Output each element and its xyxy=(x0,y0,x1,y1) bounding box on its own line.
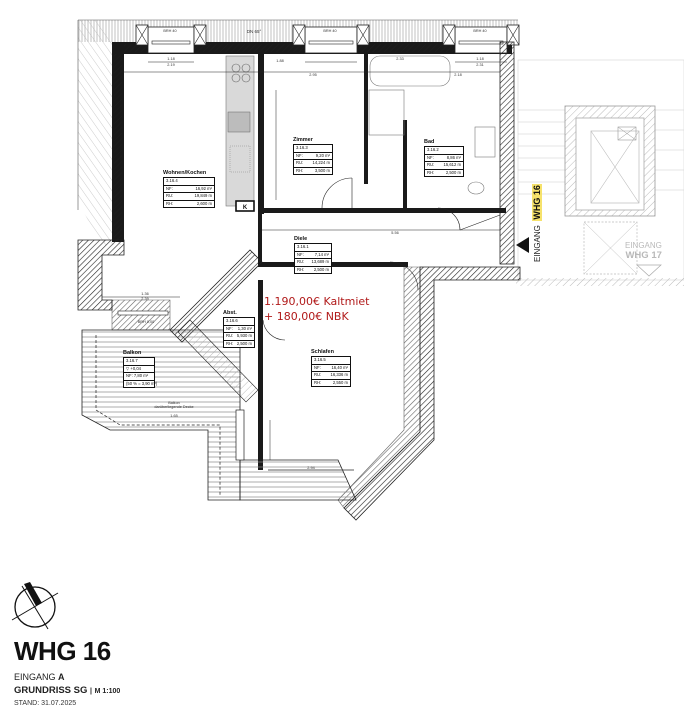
plan-date: STAND: 31.07.2025 xyxy=(14,700,77,707)
svg-text:K: K xyxy=(243,205,248,211)
svg-text:BRH 40: BRH 40 xyxy=(323,29,336,33)
svg-text:2.33: 2.33 xyxy=(396,57,403,61)
room-label-bad: Bad 3.16.2 NF:8,86 m² RU:15,612 m RH:2,5… xyxy=(424,139,464,177)
bedroom-exterior-wall xyxy=(337,266,684,521)
interior-walls xyxy=(258,54,506,470)
svg-text:DN 65°: DN 65° xyxy=(247,29,262,34)
svg-text:darüberliegende Decke: darüberliegende Decke xyxy=(154,405,193,409)
entrance-whg17-label: EINGANG WHG 17 xyxy=(625,241,662,261)
plan-title: GRUNDRISS SG | M 1:100 xyxy=(14,685,121,696)
svg-text:2.94: 2.94 xyxy=(307,466,314,470)
price-annotation: 1.190,00€ Kaltmiet + 180,00€ NBK xyxy=(264,294,369,324)
svg-text:2.31: 2.31 xyxy=(476,63,483,67)
doors xyxy=(262,177,501,341)
svg-text:2.18: 2.18 xyxy=(454,73,461,77)
entrance-whg16-label: EINGANG WHG 16 xyxy=(532,184,542,262)
exterior-wall-right xyxy=(499,41,515,265)
stairwell xyxy=(517,59,684,281)
diagonal-wall xyxy=(169,249,263,403)
room-label-wohnen: Wohnen/Kochen 3.16.4 NF:16,92 m² RU:19,8… xyxy=(163,170,215,208)
kitchen-counter: K xyxy=(225,55,255,212)
svg-text:BRH 40: BRH 40 xyxy=(473,29,486,33)
exterior-wall-top xyxy=(112,24,520,54)
svg-text:2.39: 2.39 xyxy=(141,297,148,301)
svg-text:1.18: 1.18 xyxy=(167,57,174,61)
entry-arrow-icon xyxy=(516,237,529,253)
svg-text:5.56: 5.56 xyxy=(391,231,398,235)
north-arrow-icon xyxy=(11,582,59,630)
unit-title: WHG 16 xyxy=(14,636,111,666)
dimension-lines xyxy=(102,61,507,471)
svg-text:2.95: 2.95 xyxy=(309,73,316,77)
balcony xyxy=(81,329,245,501)
svg-text:BRH 0,00: BRH 0,00 xyxy=(138,320,154,324)
room-label-diele: Diele 3.16.1 NF:7,14 m² RU:13,689 m RH:2… xyxy=(294,236,332,274)
room-label-schlafen: Schlafen 3.16.5 NF:16,40 m² RU:16,336 m … xyxy=(311,349,351,387)
balcony-below-label: Balkon xyxy=(168,401,180,405)
entrance-line: EINGANG A xyxy=(14,672,65,682)
svg-text:1.65: 1.65 xyxy=(170,414,177,418)
room-label-balkon: Balkon 3.16.7 ▽ +0,04 NF: 7,80 m² (50 % … xyxy=(123,350,157,388)
svg-text:1.88: 1.88 xyxy=(276,59,283,63)
svg-text:1.36: 1.36 xyxy=(141,292,148,296)
rent-price: 1.190,00€ Kaltmiet xyxy=(264,295,370,308)
room-label-abst: Abst. 3.16.6 NF:1,30 m² RU:5,930 m RH:2,… xyxy=(223,310,255,348)
svg-text:1.18: 1.18 xyxy=(476,57,483,61)
svg-text:2.19: 2.19 xyxy=(167,63,174,67)
bottom-slab xyxy=(239,459,357,501)
room-label-zimmer: Zimmer 3.16.3 NF:9,20 m² RU:14,224 m RH:… xyxy=(293,137,333,175)
bathroom-fixtures xyxy=(368,55,496,195)
window-label: BRH 40 xyxy=(163,29,176,33)
additional-costs: + 180,00€ NBK xyxy=(264,310,349,323)
left-wall-block xyxy=(77,239,171,331)
